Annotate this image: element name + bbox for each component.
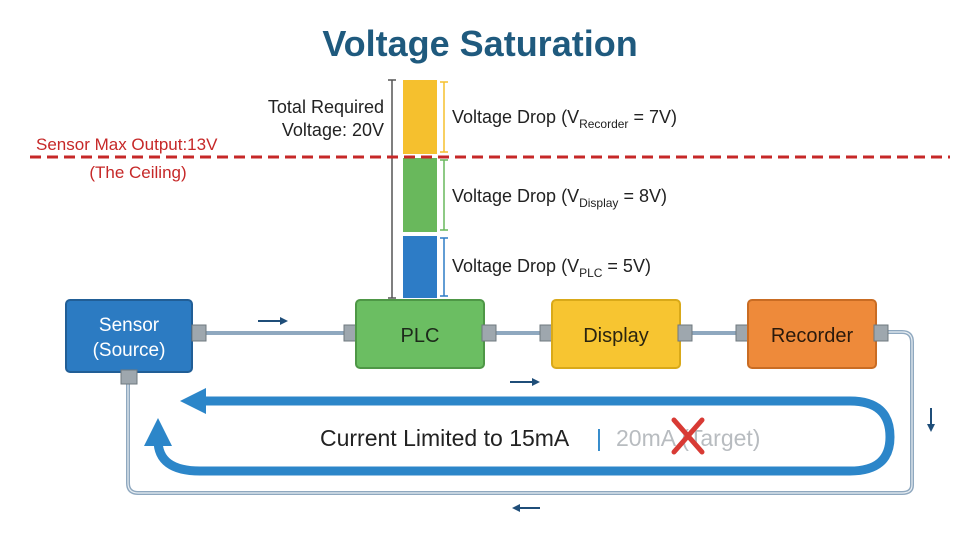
- target-cross-icon: [671, 417, 705, 455]
- current-loop: [153, 396, 895, 476]
- sensor-block[interactable]: [65, 299, 193, 373]
- recorder-voltage-bar: [403, 80, 437, 154]
- display-output-connector: [677, 324, 693, 342]
- recorder-drop-bracket: [440, 81, 448, 153]
- plc-voltage-bar: [403, 236, 437, 298]
- plc-output-connector: [481, 324, 497, 342]
- flow-arrow-down: [927, 408, 935, 432]
- page-title: Voltage Saturation: [322, 23, 637, 64]
- display-drop-label: Voltage Drop (VDisplay = 8V): [452, 186, 667, 210]
- current-loop-arrowhead-top: [180, 388, 206, 414]
- flow-arrow-right-1: [258, 317, 288, 325]
- recorder-drop-label: Voltage Drop (VRecorder = 7V): [452, 107, 677, 131]
- current-separator: |: [596, 425, 602, 451]
- display-drop-bracket: [440, 159, 448, 231]
- ceiling-label-line1: Sensor Max Output:13V: [36, 135, 218, 154]
- plc-drop-bracket: [440, 237, 448, 297]
- plc-label: PLC: [401, 325, 440, 347]
- current-loop-arrowhead-bottom: [144, 418, 172, 446]
- recorder-label: Recorder: [771, 325, 854, 347]
- recorder-output-connector: [873, 324, 889, 342]
- ceiling-label-line2: (The Ceiling): [89, 163, 186, 182]
- flow-arrow-left: [512, 504, 540, 512]
- flow-arrow-right-2: [510, 378, 540, 386]
- total-voltage-bracket: [388, 79, 396, 299]
- sensor-label-line2: (Source): [93, 340, 166, 361]
- return-wire-highlight: [127, 331, 913, 494]
- sensor-return-connector: [120, 369, 138, 385]
- sensor-label-line1: Sensor: [99, 315, 160, 336]
- sensor-output-connector: [191, 324, 207, 342]
- display-voltage-bar: [403, 158, 437, 232]
- current-limited-label: Current Limited to 15mA: [320, 425, 570, 451]
- total-required-label-line1: Total Required: [268, 97, 384, 117]
- display-label: Display: [583, 325, 649, 347]
- plc-drop-label: Voltage Drop (VPLC = 5V): [452, 256, 651, 280]
- total-required-label-line2: Voltage: 20V: [282, 120, 384, 140]
